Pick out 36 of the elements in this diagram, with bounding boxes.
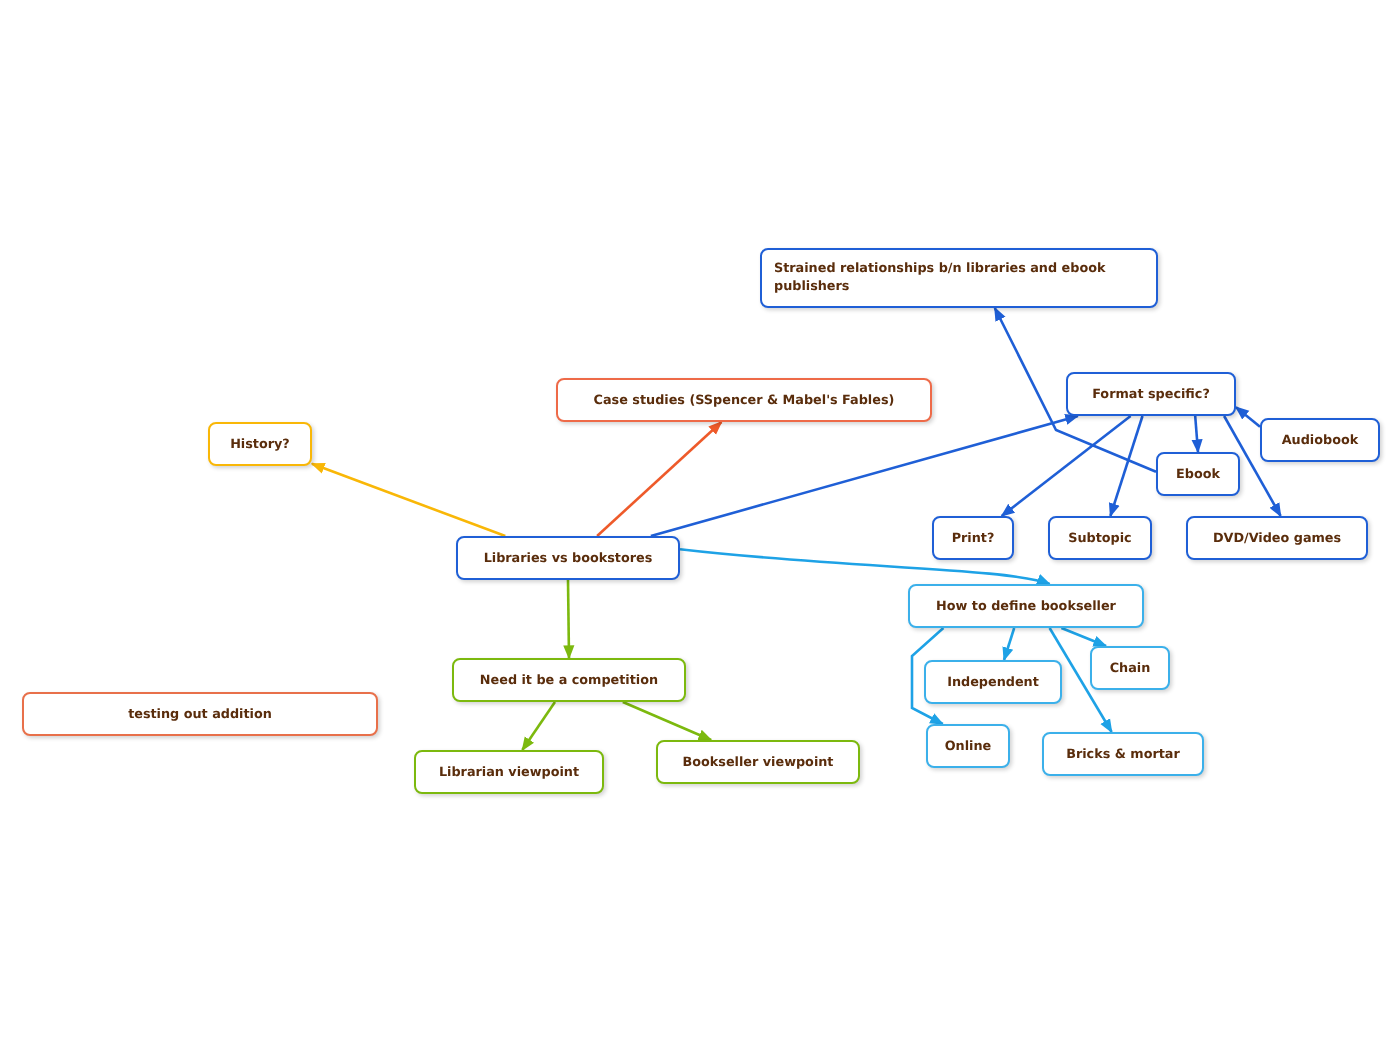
arrow (596, 421, 723, 537)
topic-box (932, 516, 1014, 560)
topic-box (656, 740, 860, 784)
arrow (521, 701, 557, 752)
arrow (1000, 414, 1132, 518)
topic-box (1186, 516, 1368, 560)
arrow (622, 700, 713, 742)
arrow (1234, 406, 1261, 428)
topic-box (22, 692, 378, 736)
arrow (1108, 415, 1144, 518)
arrow (1222, 415, 1282, 518)
topic-box (926, 724, 1010, 768)
topic-box (456, 536, 680, 580)
topic-box (1260, 418, 1380, 462)
arrow (1191, 415, 1203, 454)
topic-box (1090, 646, 1170, 690)
topic-box (556, 378, 932, 422)
topic-box (1156, 452, 1240, 496)
arrow (910, 627, 945, 726)
topic-box (908, 584, 1144, 628)
topic-box (414, 750, 604, 794)
arrow (563, 580, 575, 660)
arrow (679, 547, 1051, 586)
topic-box (760, 248, 1158, 308)
arrow (1060, 626, 1108, 648)
topic-box (924, 660, 1062, 704)
arrow (650, 414, 1080, 538)
topic-box (452, 658, 686, 702)
topic-box (1042, 732, 1204, 776)
arrow (1002, 627, 1016, 662)
arrow (310, 462, 506, 538)
topic-box (1048, 516, 1152, 560)
topic-box (1066, 372, 1236, 416)
topic-box (208, 422, 312, 466)
arrow (993, 306, 1157, 473)
arrow (1048, 627, 1113, 734)
